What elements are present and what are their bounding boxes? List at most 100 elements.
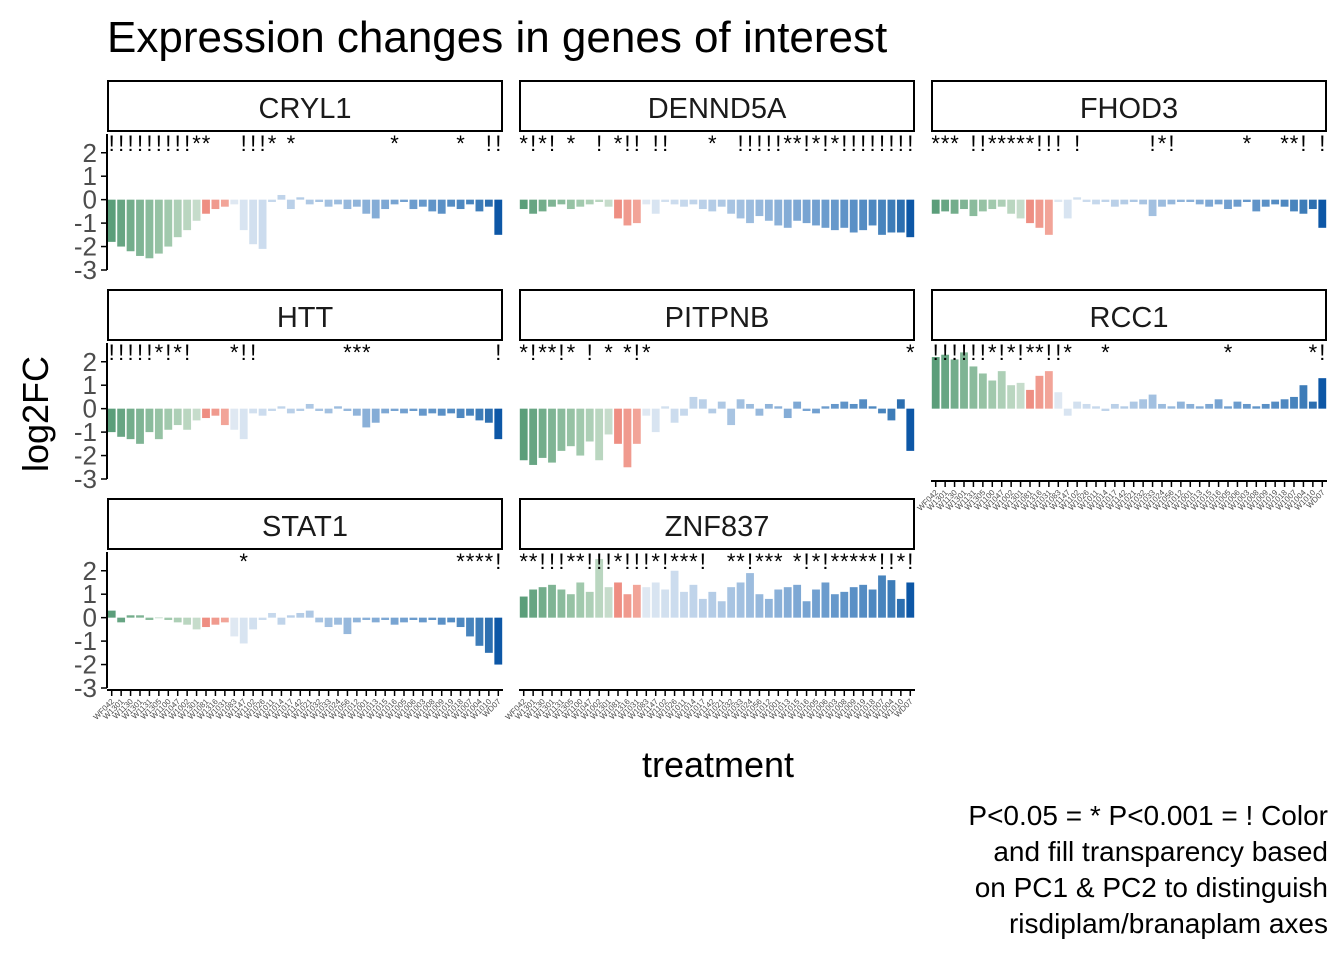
bar [1044,199,1053,235]
bar [557,589,566,618]
y-tick-label: -1 [74,626,97,656]
bar [595,408,604,461]
bar [352,617,361,623]
significance-mark: * [519,131,528,156]
bar [1280,199,1289,207]
bar [456,617,465,628]
bar [698,598,707,618]
bar [1271,199,1280,205]
significance-mark: ! [822,131,828,156]
bar [1073,197,1082,200]
significance-mark: ! [1074,131,1080,156]
bar [960,199,968,210]
bar [1261,199,1270,207]
significance-mark: * [1158,131,1167,156]
bar [107,610,116,618]
facet-strip [107,498,503,550]
bar [1186,199,1195,202]
significance-mark: * [1035,340,1044,365]
bar [1120,406,1129,409]
bar [746,403,754,409]
bar [727,199,736,214]
significance-mark: ! [980,340,986,365]
significance-mark: * [859,549,868,574]
significance-mark: ! [747,549,753,574]
significance-mark: * [353,340,362,365]
significance-mark: ! [558,549,564,574]
bar [220,408,229,426]
significance-mark: ! [841,131,847,156]
significance-mark: * [727,549,736,574]
bar [950,359,959,409]
facet-strip-label: DENND5A [648,93,787,125]
significance-mark: * [1309,340,1318,365]
bar [585,591,594,618]
significance-mark: * [1063,340,1072,365]
bar [642,199,651,205]
significance-mark: ! [587,340,593,365]
significance-mark: * [774,549,783,574]
significance-mark: * [1026,131,1035,156]
bar [849,199,858,233]
caption-line: P<0.05 = * P<0.001 = ! Color [968,800,1328,831]
bar [192,199,201,221]
bar [849,587,858,618]
facet-strip-label: HTT [277,302,334,334]
bar [793,584,802,618]
bar [585,408,594,442]
bar [145,617,154,620]
bar [418,199,427,207]
bar [680,199,688,207]
bar [878,199,886,235]
bar [1205,199,1214,207]
chart-title: Expression changes in genes of interest [107,13,887,62]
significance-mark: * [793,131,802,156]
bar [812,589,820,618]
bar [371,617,380,623]
significance-mark: ! [1300,131,1306,156]
bar [268,408,276,411]
bar [538,199,547,212]
significance-mark: * [614,131,623,156]
bar [632,199,641,224]
significance-mark: ! [165,131,171,156]
facet-panel-pitpnb: PITPNB*!**!*!**!** [519,289,915,468]
bar [887,199,896,233]
bar [689,584,698,618]
significance-mark: * [849,549,858,574]
bar [1063,408,1072,416]
bar [1092,406,1100,409]
significance-mark: * [736,549,745,574]
bar [1082,199,1091,202]
y-tick-label: -3 [74,255,97,285]
bar [802,408,811,411]
bar [1308,401,1317,409]
bar [812,408,820,414]
bar [736,199,745,219]
significance-mark: ! [596,131,602,156]
significance-mark: ! [970,131,976,156]
bar [1195,406,1204,409]
bar [381,199,390,210]
significance-mark: * [1224,340,1233,365]
bar [334,406,342,409]
facet-panels: CRYL1!!!!!!!!!**!!!****!!210-1-2-3DENND5… [74,80,1327,722]
bar [305,610,314,618]
significance-mark: * [604,340,613,365]
bar [793,199,802,221]
bar [906,199,915,238]
bar [736,399,745,409]
bar [173,617,182,623]
significance-mark: ! [942,340,948,365]
bar [859,399,868,409]
facet-panel-stat1: STAT1*****!210-1-2-3WF042W1301W1130W1301… [74,498,503,722]
bar [334,199,342,205]
facet-strip-label: ZNF837 [665,511,770,543]
significance-mark: * [623,340,632,365]
bar [680,408,688,416]
bar [1035,199,1044,228]
bar [623,408,632,468]
significance-mark: * [538,340,547,365]
significance-mark: ! [549,131,555,156]
bar [651,199,660,214]
